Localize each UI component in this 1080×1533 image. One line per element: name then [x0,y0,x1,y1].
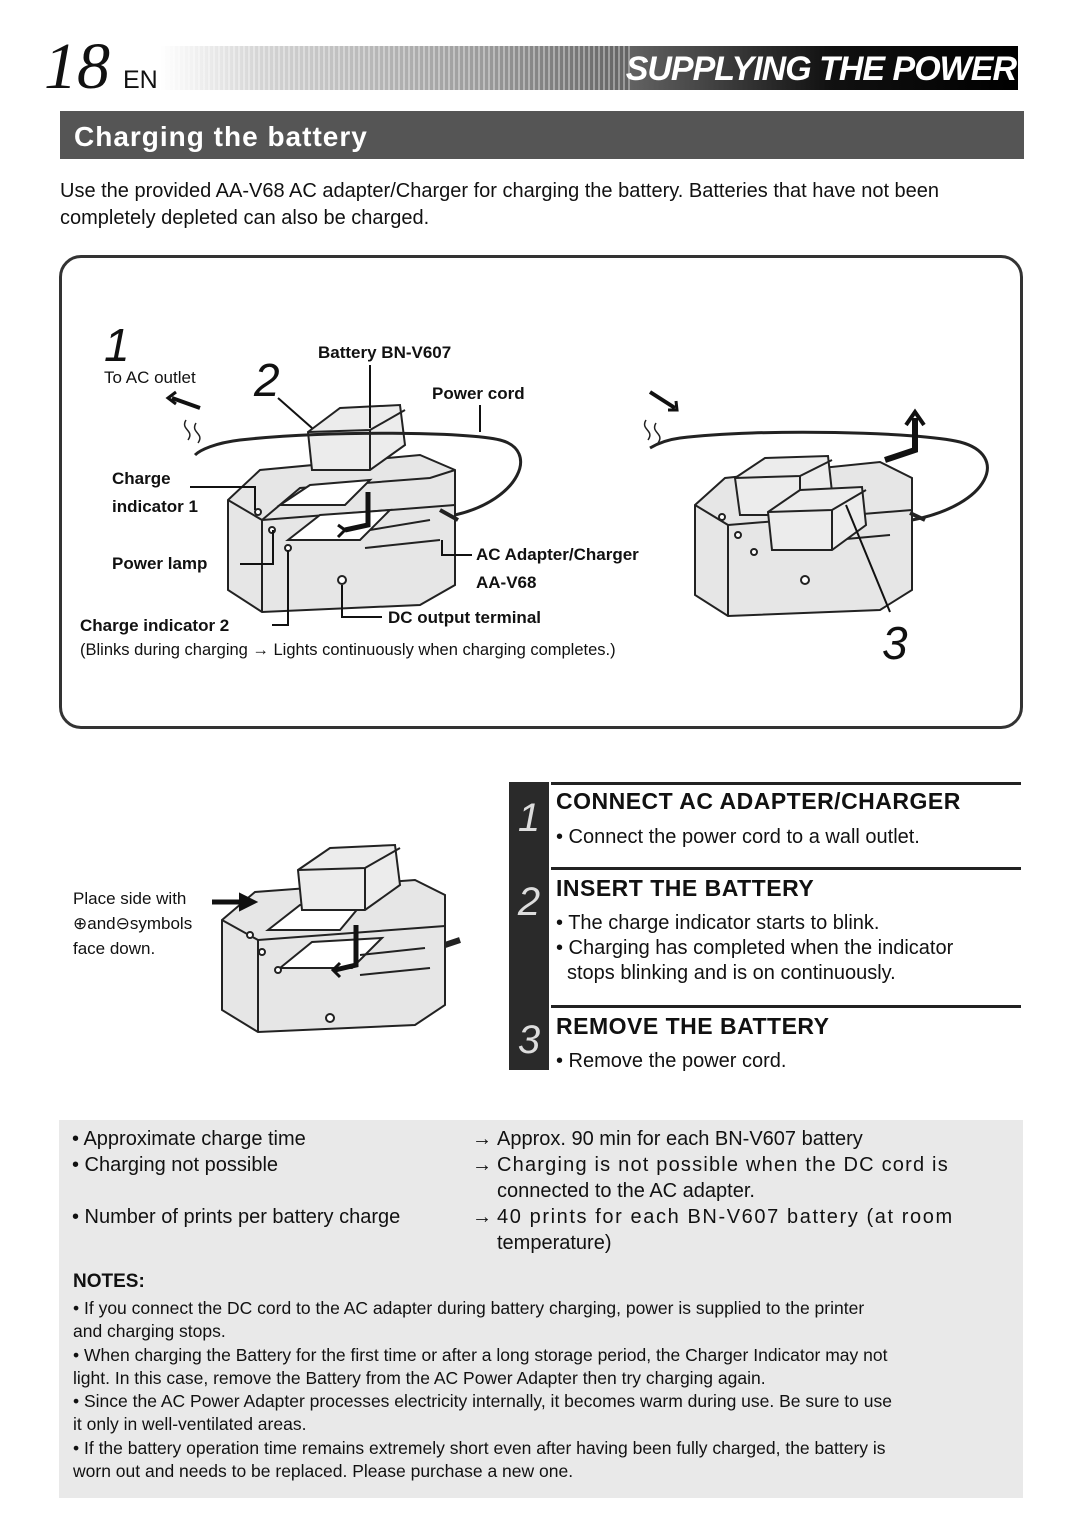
label-charge-indicator-2: Charge indicator 2 [80,616,230,635]
step-2-line-3: stops blinking and is on continuously. [567,962,896,984]
step-divider-2 [551,867,1021,870]
right-charger-drawing [643,390,989,618]
figure-step-1: 1 [104,319,130,371]
label-to-ac-outlet: To AC outlet [104,368,196,387]
side-label-line2: ⊕and⊖symbols [73,914,193,933]
label-ac-adapter: AC Adapter/Charger [476,545,639,564]
side-label-line3: face down. [73,939,156,958]
specs-notes-box [59,1120,1023,1498]
label-ac-model: AA-V68 [476,573,537,592]
label-indicator-1: indicator 1 [112,497,198,516]
step-1-line-1: • Connect the power cord to a wall outle… [556,826,920,848]
step-3-line-1: • Remove the power cord. [556,1050,787,1072]
spec-value-not-possible-2: connected to the AC adapter. [497,1180,755,1202]
label-power-cord: Power cord [432,384,525,403]
note-4-line-2: worn out and needs to be replaced. Pleas… [73,1461,574,1481]
subheading-bar [60,111,1024,159]
note-3-line-1: • Since the AC Power Adapter processes e… [73,1391,892,1411]
side-charger-drawing [212,843,461,1034]
intro-paragraph: Use the provided AA-V68 AC adapter/Charg… [60,180,940,229]
step-title-1: CONNECT AC ADAPTER/CHARGER [556,788,961,814]
step-number-1: 1 [517,796,541,840]
note-3-line-2: it only in well-ventilated areas. [73,1414,307,1434]
label-charge: Charge [112,469,171,488]
header-gradient-bar [160,46,1018,90]
step-divider-3 [551,1005,1021,1008]
page-number: 18 [44,30,110,103]
note-2-line-1: • When charging the Battery for the firs… [73,1345,888,1365]
label-dc-output: DC output terminal [388,608,541,627]
step-number-2: 2 [517,880,541,924]
spec-value-prints-1: 40 prints for each BN-V607 battery (at r… [497,1206,954,1228]
spec-value-not-possible-1: Charging is not possible when the DC cor… [497,1154,949,1176]
subheading: Charging the battery [74,121,368,152]
step-title-3: REMOVE THE BATTERY [556,1013,830,1039]
note-2-line-2: light. In this case, remove the Battery … [73,1368,766,1388]
header-stripe-pattern [160,46,630,90]
spec-label-charge-time: • Approximate charge time [72,1128,306,1150]
spec-arrow-3: → [472,1206,492,1228]
step-2-line-2: • Charging has completed when the indica… [556,937,954,959]
label-power-lamp: Power lamp [112,554,208,573]
step-divider-1 [551,782,1021,785]
step-number-3: 3 [517,1018,541,1062]
left-charger-drawing [165,365,522,626]
spec-value-charge-time: Approx. 90 min for each BN-V607 battery [497,1128,863,1150]
section-title: SUPPLYING THE POWER [625,50,1017,88]
label-blink-note: (Blinks during charging → Lights continu… [80,641,616,659]
steps-side-bar [509,782,549,1070]
step-2-line-1: • The charge indicator starts to blink. [556,912,880,934]
spec-value-prints-2: temperature) [497,1232,612,1254]
figure-step-2: 2 [254,354,280,406]
spec-label-not-possible: • Charging not possible [72,1154,279,1176]
spec-label-prints: • Number of prints per battery charge [72,1206,401,1228]
side-label-line1: Place side with [73,889,187,908]
spec-arrow-1: → [472,1128,492,1150]
label-battery: Battery BN-V607 [318,343,452,362]
figure-step-3: 3 [882,617,908,669]
note-1-line-1: • If you connect the DC cord to the AC a… [73,1298,865,1318]
page-language: EN [123,66,158,94]
notes-title: NOTES: [73,1271,145,1292]
note-1-line-2: and charging stops. [73,1321,226,1341]
step-title-2: INSERT THE BATTERY [556,875,815,901]
spec-arrow-2: → [472,1154,492,1176]
note-4-line-1: • If the battery operation time remains … [73,1438,886,1458]
